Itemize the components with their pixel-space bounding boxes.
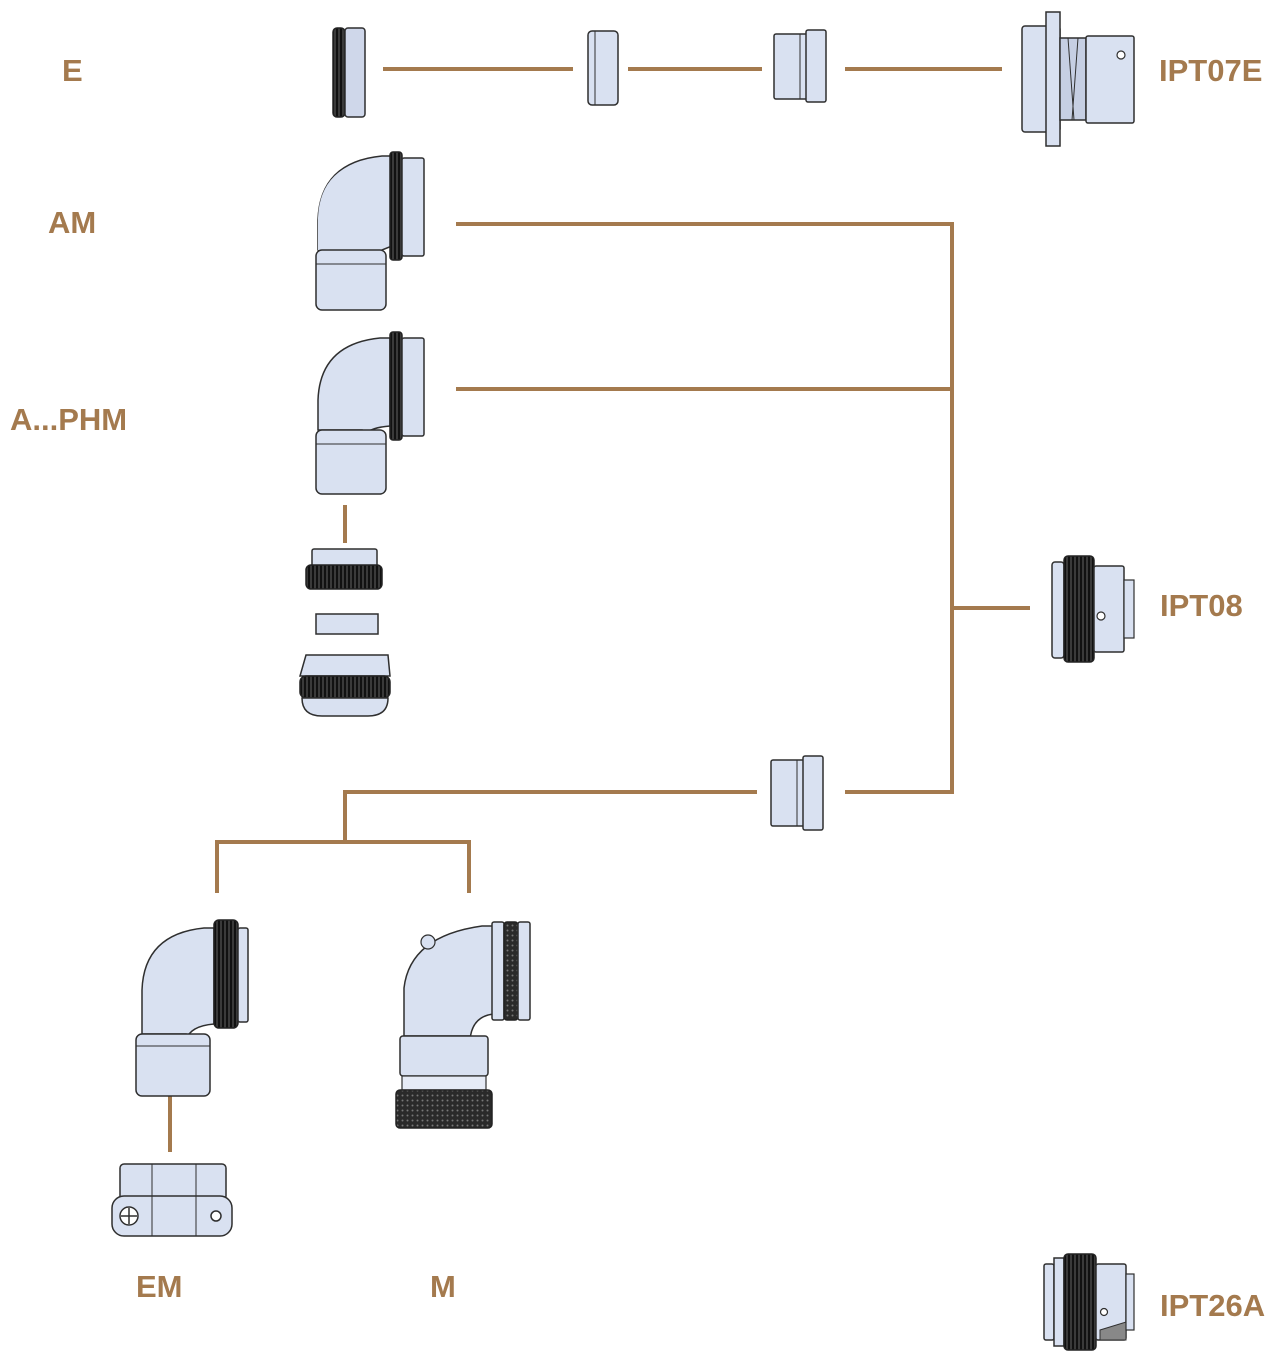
label-am: AM xyxy=(48,205,96,240)
label-ipt26a: IPT26A xyxy=(1160,1288,1265,1323)
label-ipt07e: IPT07E xyxy=(1159,53,1262,88)
label-em: EM xyxy=(136,1269,183,1304)
line-branch xyxy=(343,790,757,842)
labels: E IPT07E AM A...PHM IPT08 EM M IPT26A xyxy=(10,53,1265,1323)
sleeve-icon xyxy=(587,30,619,106)
label-ipt08: IPT08 xyxy=(1160,588,1243,623)
connector-ipt07e-icon xyxy=(1021,11,1135,147)
label-aphm: A...PHM xyxy=(10,402,127,437)
angled-backshell-icon xyxy=(395,921,531,1129)
label-m: M xyxy=(430,1269,456,1304)
sleeve-icon xyxy=(315,613,379,635)
knurled-nut-icon xyxy=(305,548,383,590)
connector-ipt26a-icon xyxy=(1043,1253,1135,1351)
connector-lines xyxy=(168,67,1030,1152)
line-am xyxy=(456,222,954,794)
angled-backshell-icon xyxy=(135,919,249,1097)
sleeve-adapter-icon xyxy=(773,29,827,103)
cable-clamp-icon xyxy=(111,1163,233,1237)
sleeve-adapter-icon xyxy=(770,755,824,831)
knurled-nut-icon xyxy=(332,27,366,118)
line-fork xyxy=(215,840,471,893)
angled-backshell-icon xyxy=(315,151,425,311)
cable-clamp-icon xyxy=(299,654,391,717)
angled-backshell-icon xyxy=(315,331,425,495)
label-e: E xyxy=(62,53,83,88)
connector-ipt08-icon xyxy=(1051,555,1135,663)
